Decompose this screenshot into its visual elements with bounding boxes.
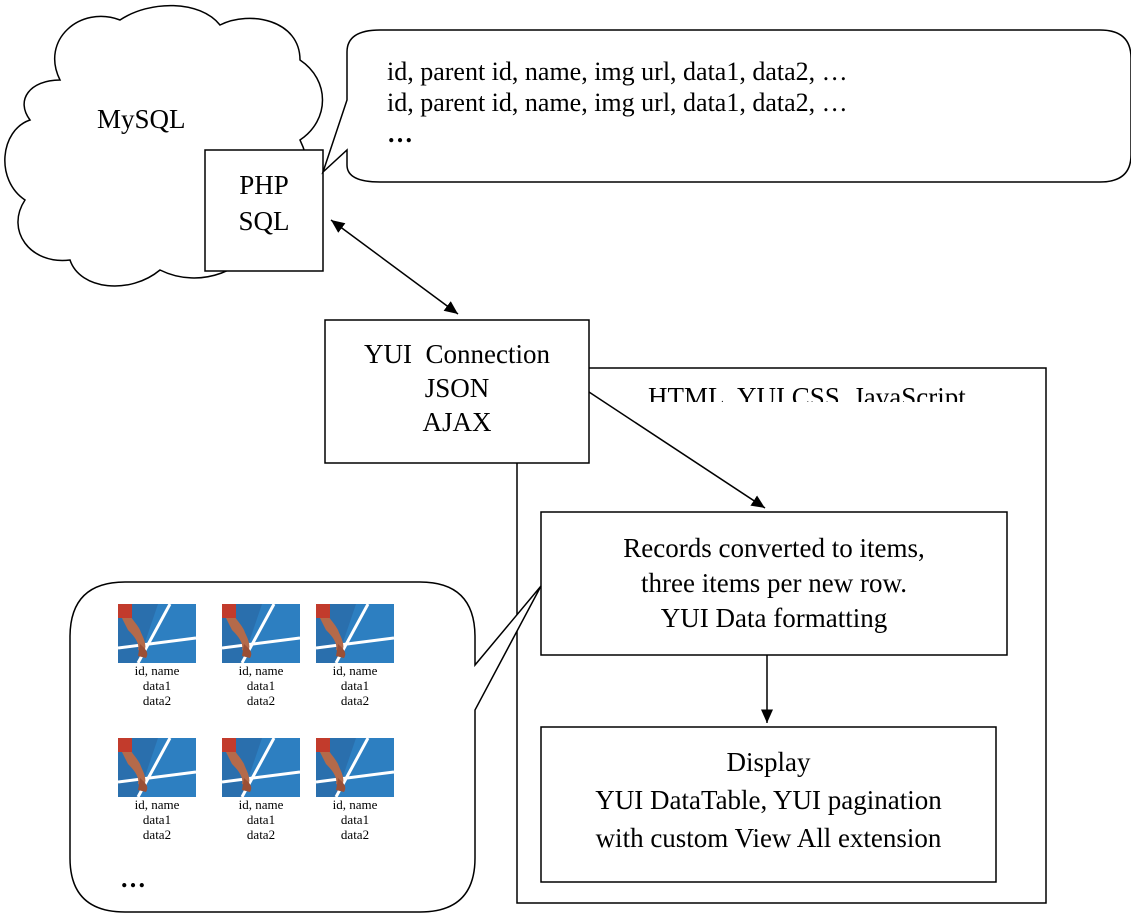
records-ellipsis: … [387,119,413,148]
yui-connection-label: YUI Connection [364,339,550,369]
item-thumbnail [222,738,300,797]
item-thumbnail [222,604,300,663]
items-ellipsis: … [120,864,146,893]
item-caption-line: data1 [340,677,370,693]
item-caption-line: id, name [134,663,180,678]
php-sql-label: PHP SQL [205,167,323,239]
item-thumbnail [118,604,196,663]
records-box-line2: three items per new row. [641,568,907,598]
item-caption-line: id, name [238,797,284,812]
item-caption-line: data1 [246,811,276,827]
item-caption-line: id, name [134,797,180,812]
thumbnail-image-icon [222,738,300,797]
php-label: PHP [239,170,289,200]
item-caption-line: id, name [238,663,284,678]
yui-to-records-arrow [588,391,766,509]
item-caption-line: data2 [142,826,172,842]
records-bubble-shape [321,29,1131,183]
records-box-text: Records converted to items, three items … [541,531,1007,636]
thumbnail-image-icon [118,738,196,797]
item-caption-line: id, name [332,663,378,678]
sql-label: SQL [238,206,290,236]
thumbnail-image-icon [222,604,300,663]
item-thumbnail [316,738,394,797]
item-caption-line: data1 [246,677,276,693]
records-line: id, parent id, name, img url, data1, dat… [387,88,848,117]
html-frame-label: HTML, YUI CSS, JavaScript [648,382,966,403]
item-thumbnail [118,738,196,797]
records-box-line1: Records converted to items, [623,533,925,563]
item-caption-line: data2 [246,692,276,708]
item-caption-line: data2 [142,692,172,708]
display-box-line3: with custom View All extension [595,823,942,853]
display-label: Display [726,747,811,777]
html-frame-label-clip: HTML, YUI CSS, JavaScript [640,372,1040,403]
item-caption-line: data2 [340,826,370,842]
php-sql-box-shape [204,149,324,272]
records-line: id, parent id, name, img url, data1, dat… [387,57,848,86]
item-thumbnail [316,604,394,663]
item-caption-line: data1 [142,811,172,827]
thumbnail-image-icon [316,738,394,797]
items-bubble-shape [69,581,542,913]
json-label: JSON [424,373,490,403]
yui-connection-box-shape [324,319,590,464]
ajax-label: AJAX [422,407,492,437]
yui-connection-text: YUI Connection JSON AJAX [325,337,589,439]
item-caption-line: data2 [340,692,370,708]
mysql-label: MySQL [97,104,186,134]
item-caption-line: data1 [142,677,172,693]
thumbnail-image-icon [316,604,394,663]
display-box-text: Display YUI DataTable, YUI pagination wi… [541,743,996,857]
item-caption-line: data2 [246,826,276,842]
display-box-line2: YUI DataTable, YUI pagination [595,785,942,815]
records-box-line3: YUI Data formatting [660,603,888,633]
item-caption-line: data1 [340,811,370,827]
records-box-shape [540,511,1008,656]
thumbnail-image-icon [118,604,196,663]
display-box-shape [540,726,997,883]
php-yui-connection-arrow [330,219,459,315]
item-caption-line: id, name [332,797,378,812]
records-bubble-text: id, parent id, name, img url, data1, dat… [387,56,848,149]
